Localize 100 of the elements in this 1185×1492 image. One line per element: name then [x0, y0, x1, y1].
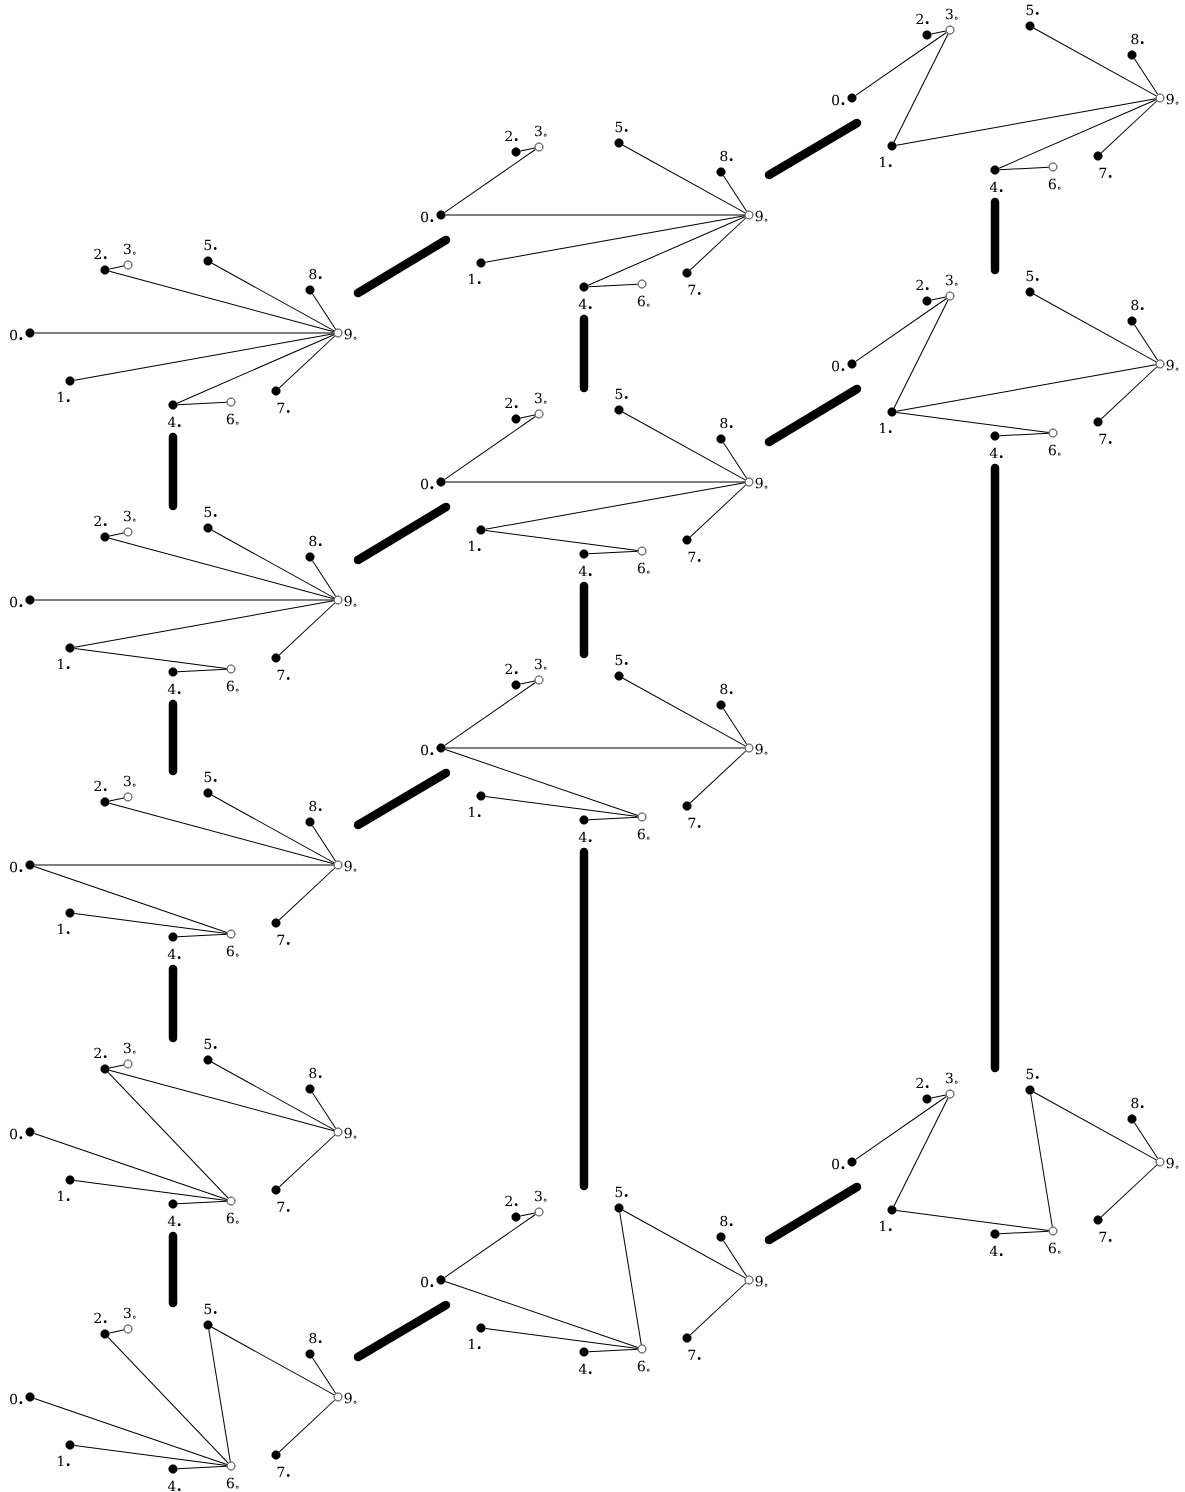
- graph-edge: [855, 1096, 947, 1160]
- graph-edge: [33, 865, 228, 934]
- vertex-label: 2$_{•}$: [916, 279, 929, 291]
- vertex-label: 8$_{•}$: [720, 150, 733, 162]
- graph-edge: [278, 1134, 336, 1188]
- graph-edge: [107, 1336, 229, 1464]
- graph-edge: [278, 867, 336, 921]
- graph-edge: [519, 1212, 536, 1217]
- graph-edge: [74, 1180, 228, 1201]
- graph-edge: [519, 680, 536, 685]
- vertex-label: 2$_{•}$: [94, 780, 107, 792]
- vertex-label: 4$_{•}$: [167, 1215, 181, 1227]
- vertex-label: 4$_{•}$: [578, 831, 592, 843]
- vertex-label: 1$_{•}$: [58, 391, 70, 403]
- vertex-label: 5$_{•}$: [204, 771, 217, 783]
- vertex-label: 6$_{∘}$: [1048, 444, 1061, 456]
- vertex-label: 5$_{•}$: [615, 388, 628, 400]
- vertex-label: 0$_{•}$: [10, 329, 23, 341]
- vertex-label: 0$_{•}$: [10, 1128, 23, 1140]
- vertex-label: 1$_{•}$: [58, 1190, 70, 1202]
- graph-edge: [855, 32, 947, 96]
- vertex-label: 8$_{•}$: [309, 800, 322, 812]
- graph-edge: [588, 816, 639, 821]
- graph-edge: [34, 332, 335, 334]
- vertex-label: 2$_{•}$: [505, 1195, 518, 1207]
- graph-edge: [930, 30, 947, 35]
- vertex-label: 1$_{•}$: [469, 273, 481, 285]
- graph-edge: [312, 1092, 337, 1129]
- vertex-label: 9$_{∘}$: [344, 860, 357, 872]
- vertex-label: 7$_{•}$: [688, 284, 701, 295]
- vertex-label: 4$_{•}$: [167, 1480, 181, 1492]
- graph-edge: [896, 364, 1157, 412]
- vertex-label: 7$_{•}$: [277, 669, 290, 680]
- graph-edge: [723, 175, 748, 212]
- vertex-label: 8$_{•}$: [1131, 33, 1144, 45]
- graph-edge: [108, 537, 335, 600]
- graph-edge: [619, 1212, 642, 1346]
- graph-edge: [176, 334, 335, 404]
- vertex-label: 9$_{∘}$: [1166, 359, 1179, 371]
- vertex-label: 9$_{∘}$: [755, 743, 768, 755]
- vertex-label: 3$_{∘}$: [945, 274, 958, 286]
- vertex-label: 3$_{∘}$: [123, 243, 136, 255]
- vertex-label: 3$_{∘}$: [123, 1307, 136, 1319]
- graph-edge: [278, 1399, 336, 1453]
- graph-edge: [893, 33, 949, 143]
- graph-edge: [622, 411, 746, 481]
- vertex-label: 4$_{•}$: [989, 1245, 1003, 1257]
- vertex-label: 5$_{•}$: [1026, 1068, 1039, 1080]
- vertex-label: 3$_{∘}$: [534, 1190, 547, 1202]
- graph-edge: [896, 98, 1157, 146]
- vertex-label: 8$_{•}$: [1131, 299, 1144, 311]
- vertex-label: 1$_{•}$: [469, 1338, 481, 1350]
- vertex-label: 5$_{•}$: [204, 1303, 217, 1315]
- graph-edge: [108, 265, 125, 270]
- vertex-label: 7$_{•}$: [688, 1349, 701, 1360]
- graph-edge: [108, 1069, 335, 1132]
- graph-edge: [211, 529, 335, 599]
- graph-edge: [312, 293, 337, 330]
- vertex-label: 7$_{•}$: [1099, 167, 1112, 178]
- vertex-label: 1$_{•}$: [469, 540, 481, 552]
- graph-edge: [485, 215, 746, 263]
- vertex-label: 9$_{∘}$: [1166, 1157, 1179, 1169]
- graph-edge: [622, 1209, 746, 1279]
- graph-edge: [519, 414, 536, 419]
- graph-edge: [998, 99, 1157, 169]
- vertex-label: 1$_{•}$: [58, 923, 70, 935]
- thick-bar: [990, 463, 1000, 1073]
- vertex-label: 9$_{∘}$: [755, 210, 768, 222]
- graph-edge: [999, 166, 1050, 171]
- graph-edge: [689, 217, 747, 271]
- vertex-label: 6$_{∘}$: [1048, 1242, 1061, 1254]
- vertex-label: 0$_{•}$: [10, 1393, 23, 1405]
- vertex-label: 3$_{∘}$: [123, 775, 136, 787]
- vertex-label: 6$_{∘}$: [226, 1477, 239, 1489]
- graph-edge: [723, 442, 748, 479]
- graph-edge: [588, 1348, 639, 1353]
- vertex-label: 7$_{•}$: [1099, 433, 1112, 444]
- graph-edge: [108, 532, 125, 537]
- vertex-label: 9$_{∘}$: [755, 477, 768, 489]
- graph-edge: [1033, 293, 1157, 363]
- thick-bar: [168, 699, 178, 776]
- graph-edge: [1100, 366, 1158, 420]
- vertex-label: 0$_{•}$: [421, 1276, 434, 1288]
- vertex-label: 5$_{•}$: [204, 506, 217, 518]
- vertex-label: 0$_{•}$: [10, 861, 23, 873]
- graph-edge: [1100, 100, 1158, 154]
- vertex-label: 8$_{•}$: [720, 683, 733, 695]
- vertex-label: 2$_{•}$: [505, 663, 518, 675]
- graph-edge: [108, 797, 125, 802]
- graph-edge: [444, 682, 536, 746]
- thick-bar: [579, 581, 589, 659]
- vertex-label: 4$_{•}$: [167, 683, 181, 695]
- vertex-label: 3$_{∘}$: [945, 1072, 958, 1084]
- vertex-label: 6$_{∘}$: [637, 1360, 650, 1372]
- vertex-label: 8$_{•}$: [1131, 1097, 1144, 1109]
- vertex-label: 7$_{•}$: [277, 1466, 290, 1477]
- vertex-label: 3$_{∘}$: [123, 510, 136, 522]
- graph-edge: [485, 796, 639, 817]
- vertex-label: 1$_{•}$: [58, 1455, 70, 1467]
- graph-edge: [689, 484, 747, 538]
